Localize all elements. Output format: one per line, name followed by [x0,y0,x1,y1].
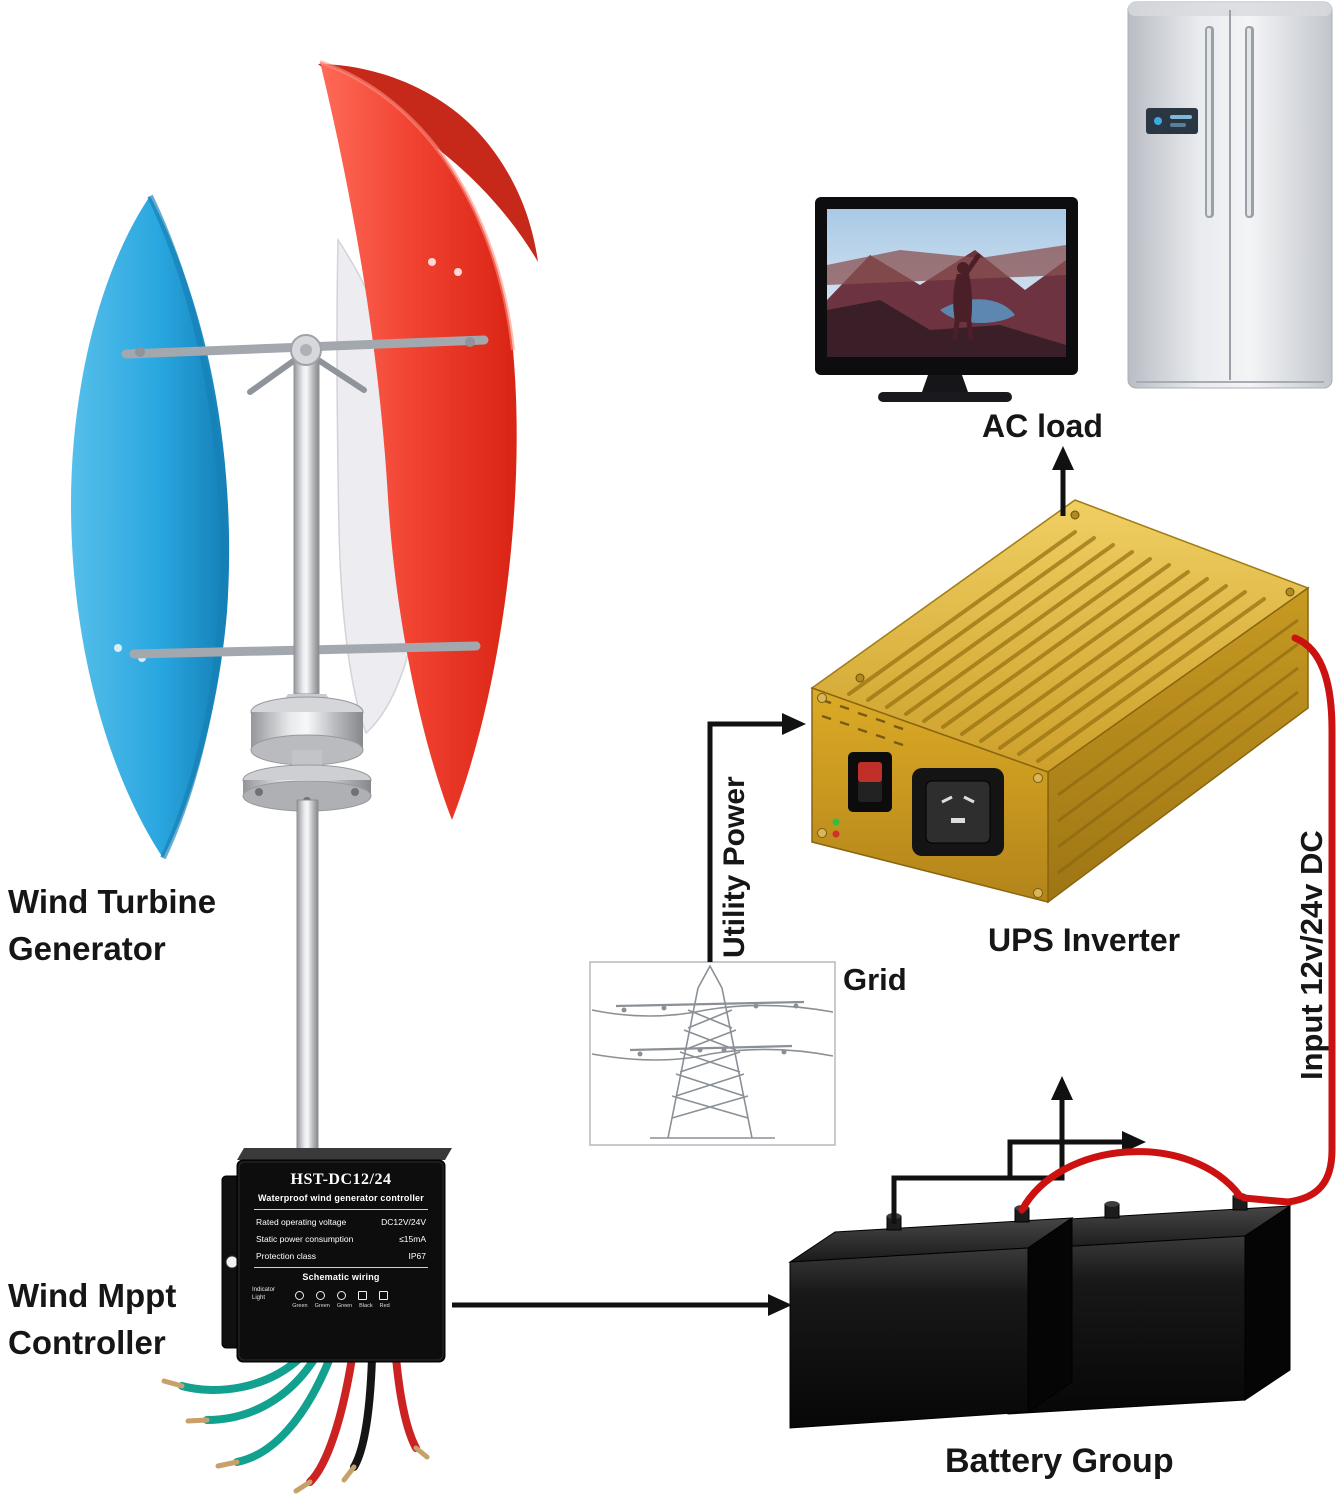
spec-value: ≤15mA [399,1234,426,1244]
spec-name: Static power consumption [256,1234,354,1244]
wind-mppt-label-line1: Wind Mppt [8,1277,177,1314]
terminal-label: Green [336,1303,353,1309]
terminal-circle-icon [336,1291,346,1300]
controller-spec-row: Rated operating voltage DC12V/24V [242,1217,440,1227]
arrow-heads [768,446,1146,1316]
wind-mppt-controller-label: Wind Mppt Controller [8,1272,176,1366]
ups-inverter-illustration [810,499,1310,904]
terminal-label: Green [292,1303,308,1309]
ac-load-label: AC load [982,408,1103,444]
controller-divider [254,1209,428,1210]
refrigerator-illustration [1127,1,1333,389]
inverter-power-switch-icon [848,752,892,812]
spec-name: Rated operating voltage [256,1217,347,1227]
battery-group-illustration [788,1193,1292,1429]
spec-value: DC12V/24V [381,1217,426,1227]
controller-spec-row: Protection class IP67 [242,1251,440,1261]
red-wiring [1018,634,1336,1214]
controller-panel: HST-DC12/24 Waterproof wind generator co… [242,1162,440,1358]
wind-turbine-illustration [70,60,538,1157]
terminal-label: Black [359,1303,373,1309]
wind-mppt-label-line2: Controller [8,1324,166,1361]
terminal-label: Green [314,1303,330,1309]
controller-subtitle-text: Waterproof wind generator controller [258,1193,424,1203]
utility-power-label: Utility Power [718,776,751,958]
wind-turbine-label-line2: Generator [8,930,166,967]
tv-monitor-illustration [815,197,1078,402]
wind-turbine-label-line1: Wind Turbine [8,883,217,920]
spec-value: IP67 [408,1251,427,1261]
spec-name: Protection class [256,1251,316,1261]
terminal-square-icon [357,1291,367,1300]
battery-group-label: Battery Group [945,1442,1174,1480]
controller-divider [254,1267,428,1268]
wind-turbine-generator-label: Wind Turbine Generator [8,878,216,972]
terminal-label: Red [379,1303,390,1309]
terminal-labels: Green Green Green Black Red [242,1303,440,1309]
mppt-controller-illustration [161,1148,452,1494]
indicator-light-label: Indicator Light [252,1287,276,1301]
terminal-circle-icon [294,1291,304,1300]
black-wiring [452,468,1124,1308]
grid-label: Grid [843,962,907,997]
controller-schematic: Indicator Light Green Green Green Black … [242,1284,440,1324]
controller-model-text: HST-DC12/24 [290,1171,392,1188]
controller-schematic-title: Schematic wiring [302,1272,380,1282]
grid-pylon-illustration [589,961,836,1146]
terminal-square-icon [378,1291,388,1300]
terminal-circle-icon [315,1291,325,1300]
controller-spec-row: Static power consumption ≤15mA [242,1234,440,1244]
input-dc-label: Input 12v/24v DC [1294,830,1329,1080]
inverter-ac-outlet-icon [912,768,1004,856]
ups-inverter-label: UPS Inverter [988,922,1181,958]
terminal-pins [242,1284,440,1300]
